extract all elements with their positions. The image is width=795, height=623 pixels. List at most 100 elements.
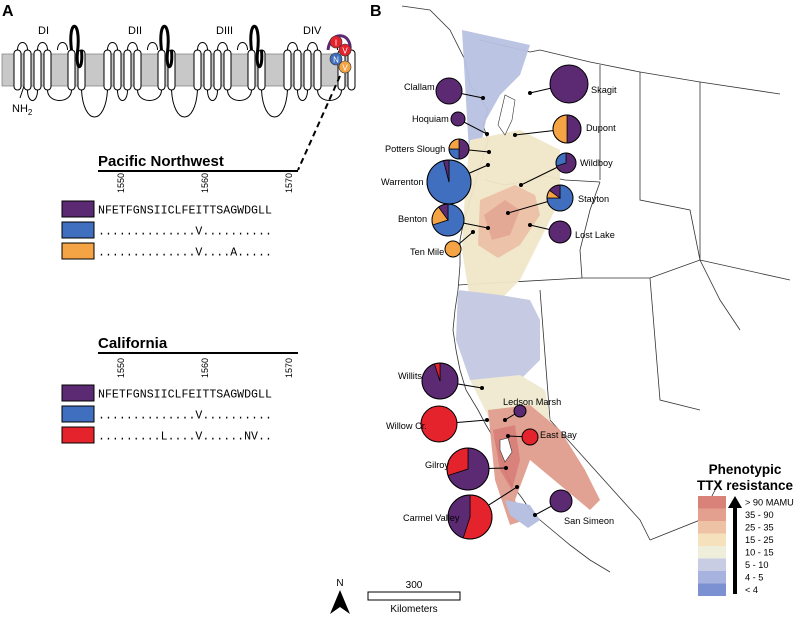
tm-segment [223, 49, 232, 91]
site-label: Lost Lake [575, 230, 615, 240]
hot-zone-oregon-core [484, 200, 520, 240]
site-label: Hoquiam [412, 114, 449, 124]
pnw-swatch-purple [61, 200, 95, 218]
pnw-pos-1550: 1550 [116, 173, 126, 193]
site-label: East Bay [540, 430, 577, 440]
legend-swatch [698, 533, 726, 546]
pnw-title: Pacific Northwest [98, 153, 224, 170]
residue-circle [338, 43, 352, 57]
site-label: Ten Mile [410, 247, 444, 257]
pie-outline [546, 184, 574, 212]
domain-label-div: DIV [303, 25, 322, 37]
site-label: Gilroy [425, 460, 449, 470]
pie-slice-orange [552, 114, 568, 144]
site-wildboy: Wildboy [519, 152, 613, 187]
site-location-dot [519, 183, 523, 187]
pie-outline [431, 203, 465, 237]
site-location-dot [485, 418, 489, 422]
extracellular-loop [57, 42, 68, 51]
domain-linker [261, 89, 288, 118]
legend-swatch [698, 583, 726, 596]
site-hoquiam: Hoquiam [412, 111, 489, 136]
transmembrane-segments [13, 49, 356, 91]
ca-swatch-red [61, 426, 95, 444]
tm-segment [67, 49, 76, 91]
intracellular-loop [27, 89, 38, 101]
extracellular-loop [197, 42, 208, 51]
residue-label: V [342, 64, 348, 73]
site-label: Carmel Valley [403, 513, 460, 523]
resistance-surface [456, 30, 600, 528]
north-arrow: N [330, 578, 350, 614]
residue-label: V [342, 47, 348, 56]
legend-swatch [698, 571, 726, 584]
ca-nv-border [539, 289, 651, 541]
legend-swatch [698, 496, 726, 509]
tm-segment [23, 49, 32, 91]
scale-bar: 300 Kilometers [367, 580, 461, 615]
tm-segment [303, 49, 312, 91]
site-label: Benton [398, 214, 427, 224]
pie-slice-purple [450, 111, 466, 127]
extracellular-loop [307, 42, 318, 51]
tm-segment [293, 49, 302, 91]
extracellular-loop [17, 42, 28, 51]
legend-swatch [698, 558, 726, 571]
cool-zone-south [505, 500, 540, 528]
domain-linker [81, 89, 108, 118]
scale-value: 300 [406, 580, 423, 591]
site-willow-cr: Willow Cr. [386, 405, 489, 443]
legend-bin-label: 25 - 35 [745, 523, 774, 533]
intracellular-loop [317, 89, 342, 101]
tm-segment [283, 49, 292, 91]
pore-loop [249, 24, 264, 69]
pnw-seq-2: ..............V.......... [98, 226, 272, 239]
site-san-simeon: San Simeon [533, 489, 614, 526]
channel-diagram: DI DII DIII DIV NH2 I V N V [1, 24, 356, 171]
legend-title-line2: TTX resistance [697, 478, 794, 493]
residue-circle [338, 60, 352, 74]
domain-label-dii: DII [128, 25, 142, 37]
site-label: Stayton [578, 194, 609, 204]
site-label: Skagit [591, 85, 617, 95]
tm-segment [113, 49, 122, 91]
tm-segment [103, 49, 112, 91]
site-label: Dupont [586, 123, 616, 133]
cool-zone-south-or [456, 290, 540, 390]
panel-a-letter: A [2, 3, 14, 20]
site-label: San Simeon [564, 516, 614, 526]
site-location-dot [471, 230, 475, 234]
extracellular-loop [287, 42, 298, 51]
site-label: Ledson Marsh [503, 397, 561, 407]
intracellular-loop [297, 89, 308, 101]
site-location-dot [504, 466, 508, 470]
pnw-seq-1: NFETFGNSIICLFEITTSAGWDGLL [98, 205, 272, 218]
pie-slice-red [521, 428, 539, 446]
residue-label: N [333, 56, 339, 65]
site-gilroy: Gilroy [425, 447, 508, 491]
site-clallam: Clallam [404, 77, 485, 105]
pnw-pos-1560: 1560 [200, 173, 210, 193]
pie-slice-purple [566, 114, 582, 144]
sf-bay [499, 437, 513, 463]
north-arrow-icon [330, 590, 350, 614]
pnw-swatch-blue [61, 221, 95, 239]
legend-bin-label: 5 - 10 [745, 560, 769, 570]
legend-bin-label: < 4 [745, 585, 758, 595]
ca-swatch-blue [61, 405, 95, 423]
site-location-dot [487, 150, 491, 154]
pie-slice-purple [458, 138, 470, 160]
pie-outline [552, 114, 582, 144]
nv-east-border [649, 277, 701, 411]
legend-bin-label: > 90 MAMU [745, 498, 794, 508]
pie-slice-purple [549, 489, 573, 513]
tm-segment [247, 49, 256, 91]
intracellular-loop [227, 89, 252, 101]
mt-east [699, 82, 741, 331]
site-location-dot [480, 386, 484, 390]
site-location-dot [528, 91, 532, 95]
zoom-dashed-line [297, 75, 341, 171]
site-location-dot [515, 485, 519, 489]
